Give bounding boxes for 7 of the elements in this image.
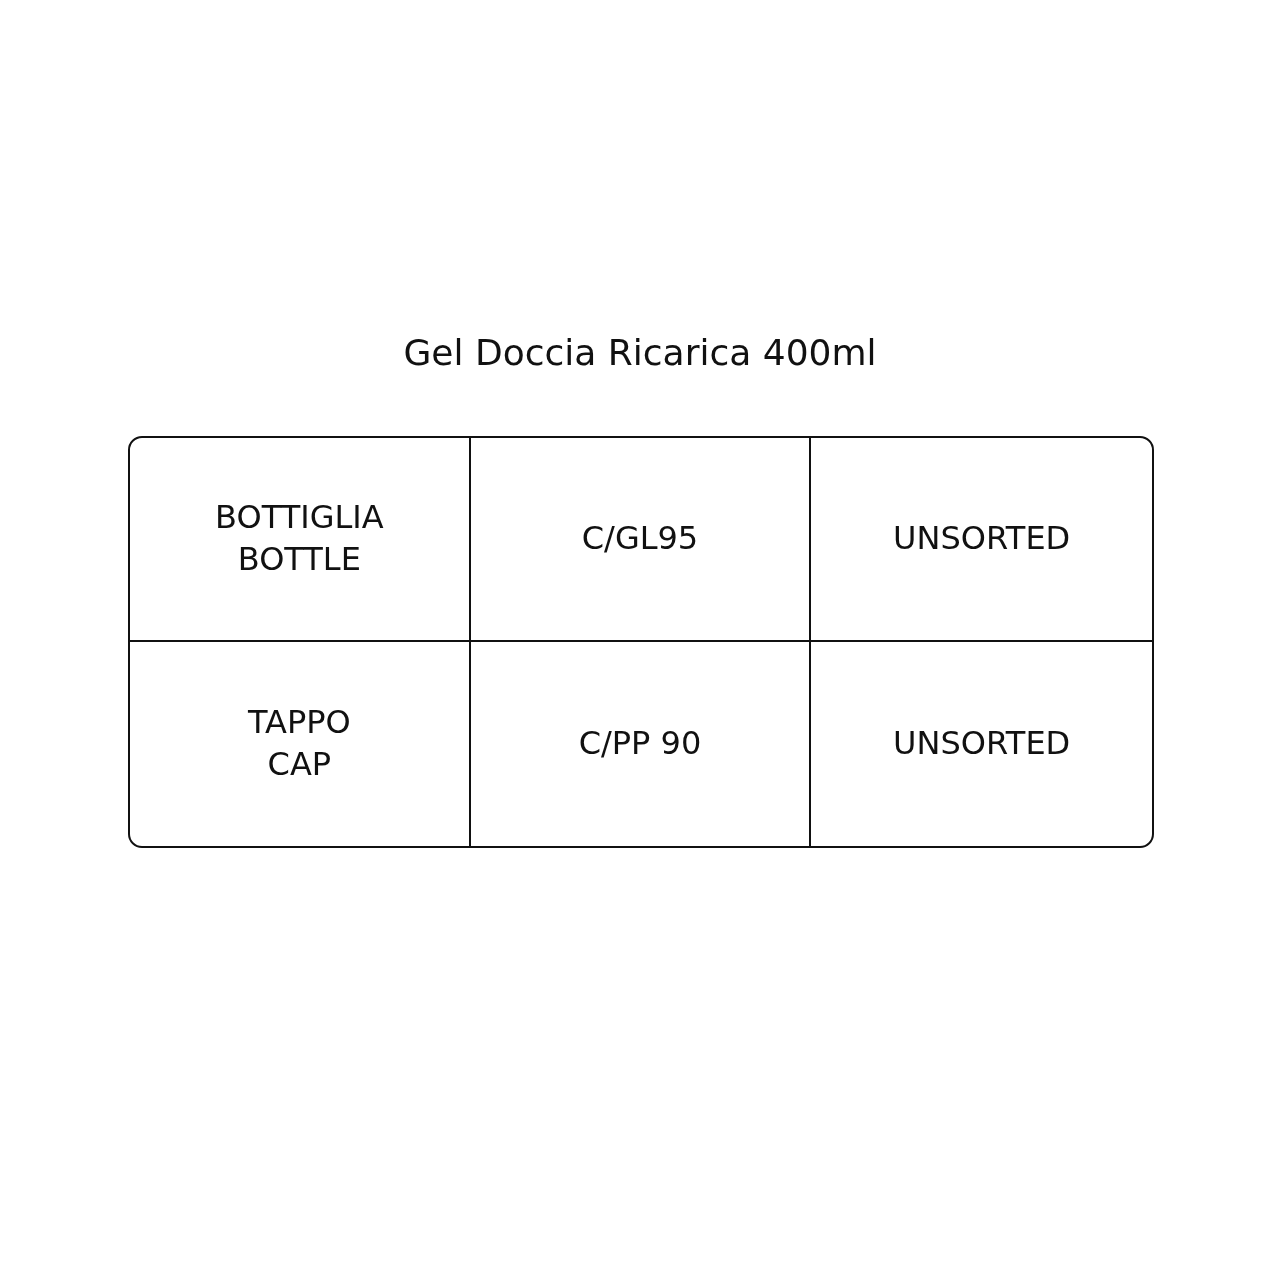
- table-text: TAPPO CAP: [247, 702, 351, 785]
- table-text: C/PP 90: [578, 723, 702, 765]
- table-text: C/GL95: [581, 518, 699, 560]
- title: Gel Doccia Ricarica 400ml: [403, 332, 877, 373]
- table-text: UNSORTED: [893, 723, 1071, 765]
- table-text: BOTTIGLIA BOTTLE: [215, 497, 384, 580]
- table-text: UNSORTED: [893, 518, 1071, 560]
